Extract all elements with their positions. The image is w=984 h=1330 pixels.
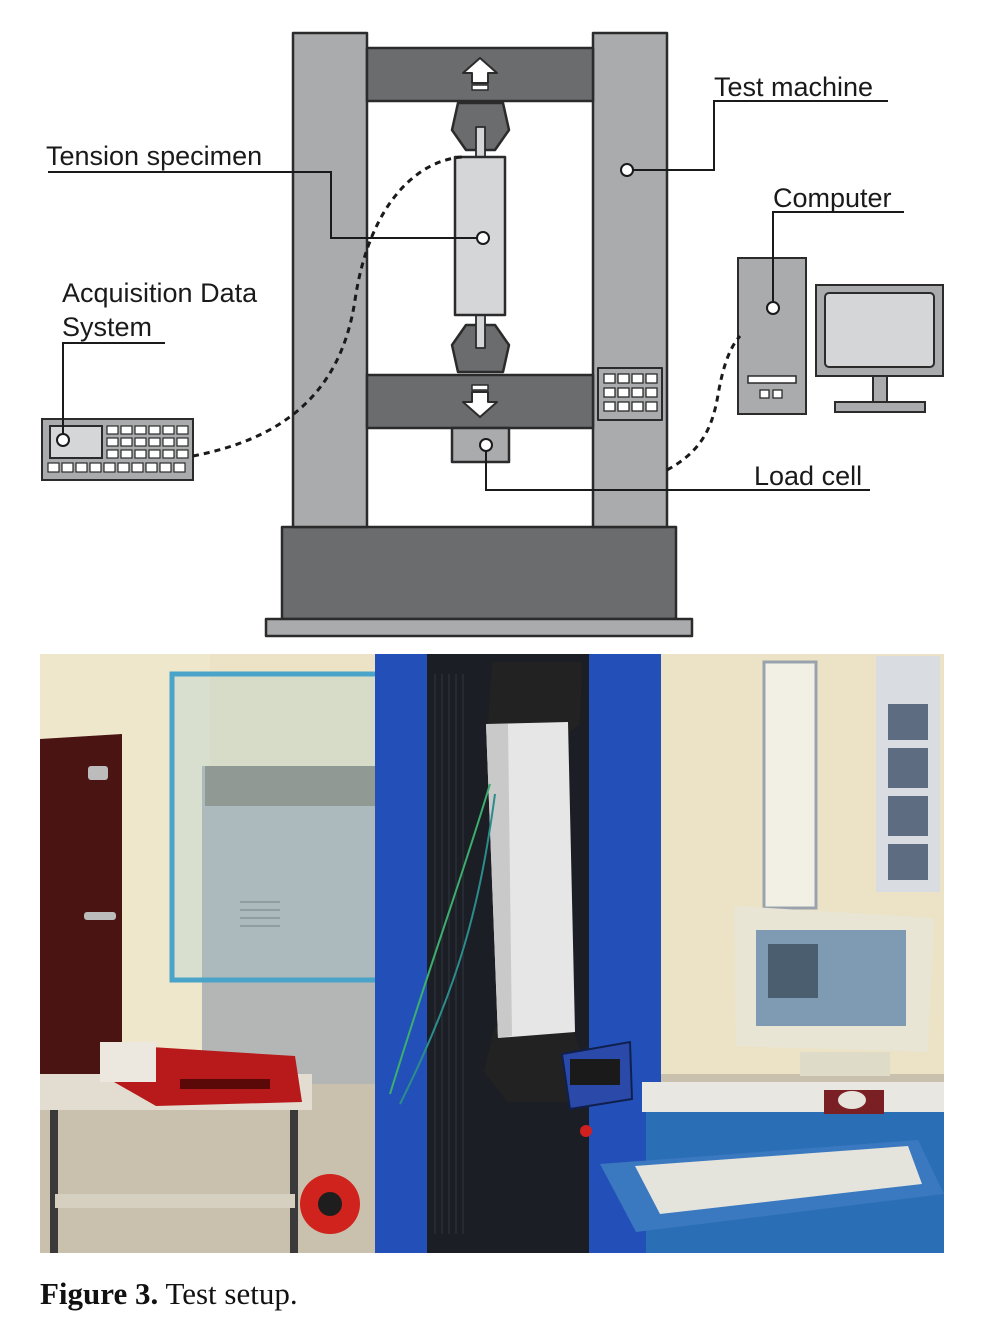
- lower-grip-jaw: [475, 313, 486, 349]
- lab-photo: [40, 654, 944, 1253]
- label-load-cell: Load cell: [754, 461, 862, 491]
- photo-control-keys: [570, 1059, 620, 1085]
- photo-specimen-shade: [486, 724, 512, 1038]
- photo-guard-frame: [169, 671, 395, 983]
- left-column: [291, 31, 369, 529]
- right-column: [591, 31, 669, 529]
- label-acquisition-line2: System: [62, 312, 152, 342]
- down-arrow-base: [471, 384, 489, 391]
- acquisition-marker: [56, 433, 70, 447]
- computer-signal-cable: [666, 335, 742, 472]
- photo-cable-reel-hub: [318, 1192, 342, 1216]
- test-machine-marker: [620, 163, 634, 177]
- photo-cabinet-top: [205, 766, 389, 806]
- photo-upper-grip: [488, 662, 582, 740]
- photo-left-table-leg: [50, 1110, 58, 1253]
- load-cell-leader: [485, 445, 870, 491]
- photo-desk: [642, 1082, 944, 1112]
- photo-monitor-window: [768, 944, 818, 998]
- computer-button-1: [759, 389, 770, 399]
- label-tension-specimen: Tension specimen: [46, 141, 262, 171]
- machine-base: [280, 525, 678, 621]
- photo-right-wall-window: [762, 660, 818, 910]
- label-acquisition-line1: Acquisition Data: [62, 278, 258, 308]
- photo-lower-grip: [484, 1026, 588, 1102]
- figure-caption: Figure 3. Test setup.: [40, 1276, 298, 1312]
- label-computer: Computer: [773, 183, 892, 213]
- tension-specimen-leader: [48, 171, 481, 239]
- specimen-signal-cable: [192, 155, 463, 458]
- photo-left-table-leg2: [290, 1110, 298, 1253]
- up-arrow-base: [471, 84, 489, 91]
- photo-poster-images: [888, 704, 928, 880]
- photo-sensor-wire-2: [399, 793, 496, 1105]
- photo-left-table-shelf: [55, 1194, 295, 1208]
- photo-mouse: [838, 1091, 866, 1109]
- computer-tower: [737, 257, 807, 415]
- tension-specimen-marker: [476, 231, 490, 245]
- up-arrow-icon: [462, 57, 498, 84]
- photo-data-logger-panel: [100, 1042, 156, 1082]
- machine-keypad-keys: [603, 373, 658, 412]
- label-test-machine: Test machine: [714, 72, 873, 102]
- photo-door-lock: [88, 766, 108, 780]
- floor-plate: [264, 617, 694, 638]
- monitor-neck: [872, 375, 888, 403]
- monitor-screen: [824, 292, 935, 368]
- load-cell-marker: [479, 438, 493, 452]
- photo-red-button: [580, 1125, 592, 1137]
- acquisition-leader: [62, 342, 165, 440]
- photo-sensor-wire: [389, 783, 491, 1095]
- test-machine-leader: [630, 100, 888, 171]
- acquisition-keys: [47, 425, 189, 473]
- photo-cabinet-vents: [240, 901, 280, 927]
- photo-door-handle: [84, 912, 116, 920]
- photo-monitor-base: [800, 1052, 890, 1076]
- figure-number: Figure 3.: [40, 1276, 159, 1311]
- computer-leader: [772, 211, 904, 308]
- down-arrow-icon: [462, 391, 498, 418]
- photo-door: [40, 734, 122, 1109]
- photo-machine-left-column: [375, 654, 427, 1253]
- monitor-stand: [834, 401, 926, 413]
- photo-data-logger-stripe: [180, 1079, 270, 1089]
- photo-cabinet: [202, 766, 392, 1084]
- computer-drive-slot: [747, 375, 797, 384]
- photo-keyboard: [635, 1146, 922, 1214]
- computer-button-2: [772, 389, 783, 399]
- computer-marker: [766, 301, 780, 315]
- figure-caption-text: Test setup.: [165, 1276, 298, 1311]
- test-setup-diagram: Test machine Tension specimen Computer A…: [41, 31, 944, 638]
